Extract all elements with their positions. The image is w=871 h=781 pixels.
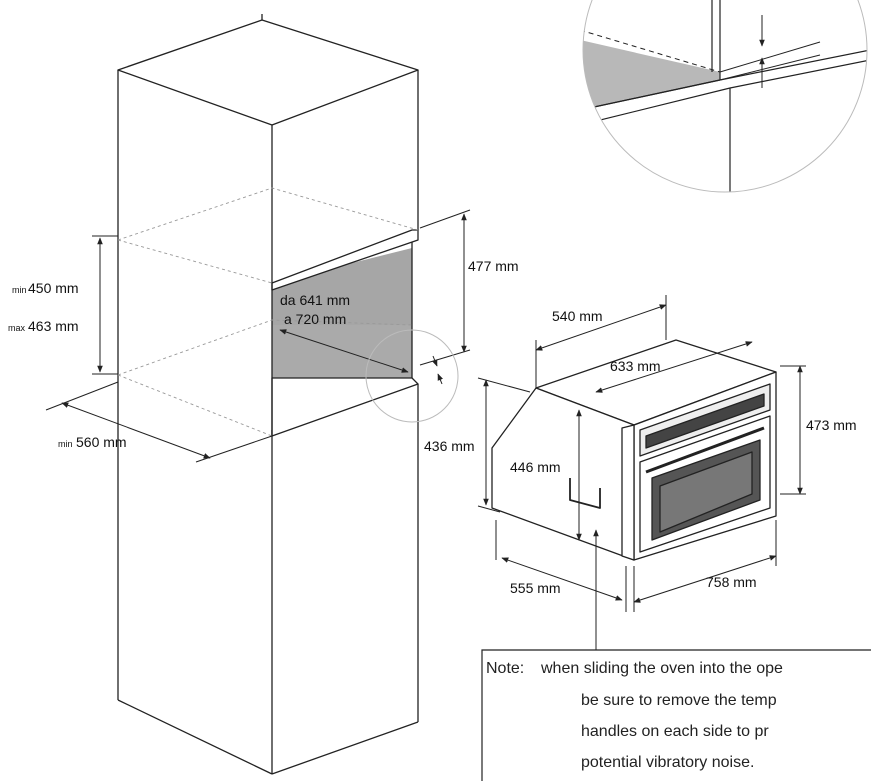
- opening-height-dimension: [419, 209, 471, 366]
- niche-width-min-label: 560 mm: [76, 434, 127, 450]
- niche-height-min-label: 450 mm: [28, 280, 79, 296]
- niche-width-dimension: [45, 381, 273, 463]
- oven-dimensions: [477, 295, 806, 650]
- niche-depth-to-label: a 720 mm: [284, 311, 346, 327]
- niche-guides: [117, 187, 419, 437]
- niche-back-wall: [272, 248, 412, 325]
- tall-cabinet: [117, 14, 419, 775]
- niche-height-max-label: 463 mm: [28, 318, 79, 334]
- niche-interior: [272, 325, 412, 378]
- note-line-2: be sure to remove the temp: [581, 692, 777, 709]
- niche-height-dimension: [92, 235, 118, 375]
- note-line-1: when sliding the oven into the ope: [540, 660, 783, 677]
- oven-top-width-label: 633 mm: [610, 358, 661, 374]
- detail-callout-circle: [365, 329, 459, 423]
- oven-inner-height-label: 446 mm: [510, 459, 561, 475]
- gap-arrows: [432, 355, 443, 385]
- niche-depth-from-label: da 641 mm: [280, 292, 350, 308]
- oven-bottom-width-label: 758 mm: [706, 574, 757, 590]
- oven: [491, 339, 777, 561]
- min-width-prefix-label: min: [58, 439, 73, 449]
- opening-height-label: 477 mm: [468, 258, 519, 274]
- niche-depth-dimension: [279, 329, 409, 373]
- min-prefix-label: min: [12, 285, 27, 295]
- cabinet-top: [117, 19, 419, 126]
- note-heading: Note:: [486, 660, 524, 677]
- note-line-4: potential vibratory noise.: [581, 754, 754, 771]
- note-box: Note: when sliding the oven into the ope…: [481, 649, 871, 781]
- oven-front-height-label: 473 mm: [806, 417, 857, 433]
- max-prefix-label: max: [8, 323, 26, 333]
- oven-side-height-label: 436 mm: [424, 438, 475, 454]
- oven-top-depth-label: 540 mm: [552, 308, 603, 324]
- oven-bottom-depth-label: 555 mm: [510, 580, 561, 596]
- oven-side: [491, 387, 635, 561]
- note-line-3: handles on each side to pr: [581, 723, 769, 740]
- detail-magnifier: [582, 0, 868, 193]
